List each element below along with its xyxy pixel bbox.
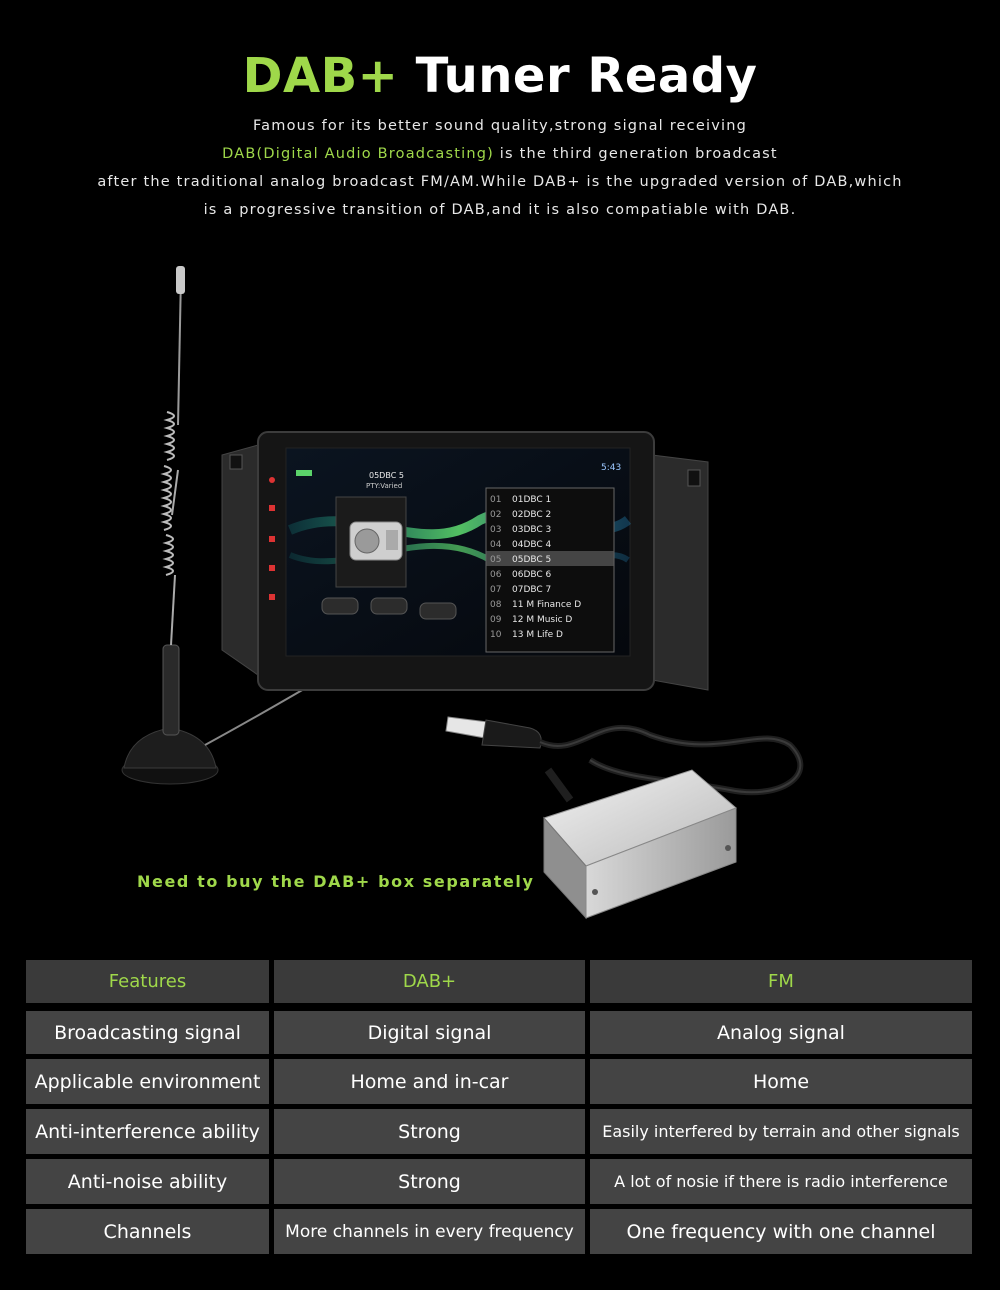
table-cell-feature: Applicable environment bbox=[26, 1059, 269, 1104]
table-header-features: Features bbox=[26, 960, 269, 1003]
station-list-item: 13 M Life D bbox=[512, 630, 563, 640]
usb-plug-icon bbox=[445, 716, 804, 803]
station-number: 08 bbox=[490, 600, 502, 610]
clock: 5:43 bbox=[601, 463, 621, 473]
station-list-item: 04DBC 4 bbox=[512, 540, 552, 550]
table-cell-fm: One frequency with one channel bbox=[590, 1209, 972, 1254]
table-cell-feature: Anti-interference ability bbox=[26, 1109, 269, 1154]
table-header-dab: DAB+ bbox=[274, 960, 585, 1003]
station-list-item: 11 M Finance D bbox=[512, 600, 581, 610]
intro-dab-term: DAB(Digital Audio Broadcasting) bbox=[222, 146, 494, 162]
station-list: 01 01DBC 1 02 02DBC 2 03 03DBC 3 04 04DBC 4 05 05… bbox=[490, 495, 581, 640]
headline: DAB+ Tuner Ready bbox=[0, 48, 1000, 104]
intro-line-2: DAB(Digital Audio Broadcasting) is the t… bbox=[0, 146, 1000, 162]
separate-purchase-note: Need to buy the DAB+ box separately bbox=[137, 872, 535, 891]
station-list-item: 02DBC 2 bbox=[512, 510, 551, 520]
table-cell-fm: Easily interfered by terrain and other s… bbox=[590, 1109, 972, 1154]
station-number: 01 bbox=[490, 495, 501, 505]
station-list-item: 12 M Music D bbox=[512, 615, 572, 625]
table-cell-feature: Channels bbox=[26, 1209, 269, 1254]
station-number: 06 bbox=[490, 570, 502, 580]
table-cell-fm: A lot of nosie if there is radio interfe… bbox=[590, 1159, 972, 1204]
product-illustration: 05DBC 5 PTY:Varied 5:43 01 01DBC 1 02 02DBC… bbox=[121, 266, 804, 920]
headline-rest: Tuner Ready bbox=[398, 48, 758, 104]
station-number: 03 bbox=[490, 525, 501, 535]
table-cell-fm: Home bbox=[590, 1059, 972, 1104]
table-cell-feature: Anti-noise ability bbox=[26, 1159, 269, 1204]
station-list-item: 06DBC 6 bbox=[512, 570, 552, 580]
station-number: 07 bbox=[490, 585, 501, 595]
station-number: 09 bbox=[490, 615, 502, 625]
intro-line-1: Famous for its better sound quality,stro… bbox=[252, 118, 748, 134]
station-list-item: 07DBC 7 bbox=[512, 585, 551, 595]
radio-icon bbox=[349, 521, 403, 561]
station-number: 04 bbox=[490, 540, 502, 550]
table-header-fm: FM bbox=[590, 960, 972, 1003]
station-number: 10 bbox=[490, 630, 502, 640]
dab-box-icon bbox=[543, 769, 737, 920]
station-number: 05 bbox=[490, 555, 501, 565]
antenna-icon bbox=[121, 266, 341, 785]
station-name: 05DBC 5 bbox=[369, 471, 404, 480]
table-cell-dab: Strong bbox=[274, 1159, 585, 1204]
car-stereo-icon bbox=[221, 431, 709, 691]
table-cell-dab: Digital signal bbox=[274, 1011, 585, 1054]
station-pty: PTY:Varied bbox=[366, 482, 402, 490]
station-list-item: 03DBC 3 bbox=[512, 525, 551, 535]
table-cell-fm: Analog signal bbox=[590, 1011, 972, 1054]
station-list-item: 01DBC 1 bbox=[512, 495, 551, 505]
table-cell-dab: Home and in-car bbox=[274, 1059, 585, 1104]
table-cell-dab: Strong bbox=[274, 1109, 585, 1154]
headline-accent: DAB+ bbox=[242, 48, 399, 104]
intro-line-4: is a progressive transition of DAB,and i… bbox=[203, 202, 797, 218]
station-number: 02 bbox=[490, 510, 501, 520]
intro-line-3: after the traditional analog broadcast F… bbox=[97, 174, 903, 190]
station-list-item: 05DBC 5 bbox=[512, 555, 551, 565]
table-cell-dab: More channels in every frequency bbox=[274, 1209, 585, 1254]
table-cell-feature: Broadcasting signal bbox=[26, 1011, 269, 1054]
intro-line-2-rest: is the third generation broadcast bbox=[494, 146, 778, 162]
